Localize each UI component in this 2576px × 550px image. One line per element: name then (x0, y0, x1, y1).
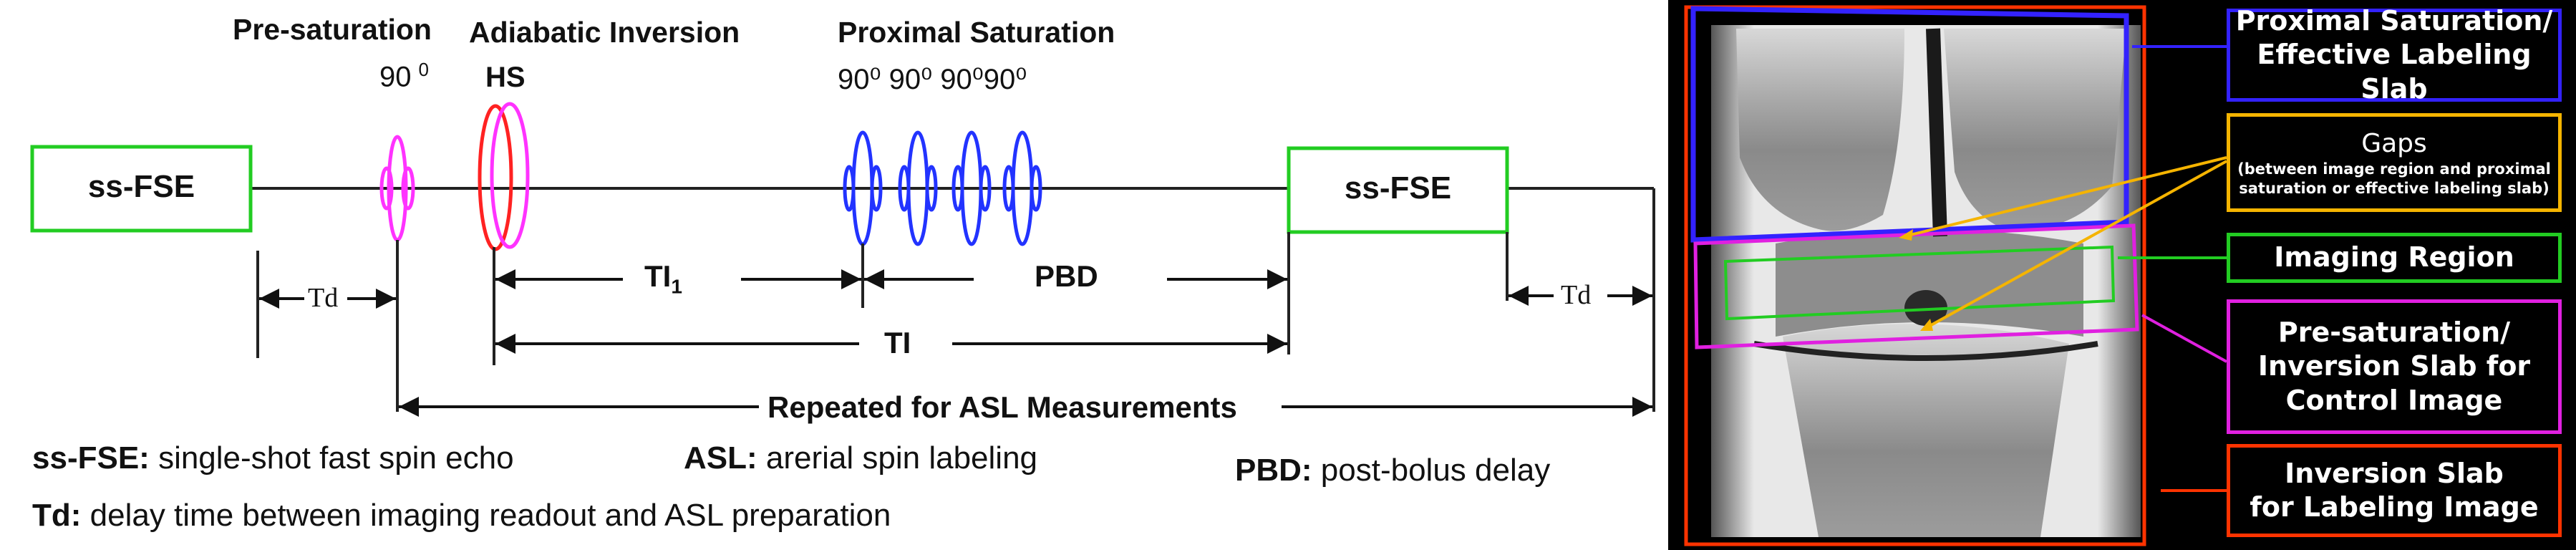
timing-marks (256, 232, 1509, 412)
proximal-label-line2: Effective Labeling Slab (2257, 39, 2532, 105)
mri-panel: Proximal Saturation/ Effective Labeling … (1668, 0, 2576, 550)
ssfse-box-left (30, 145, 253, 233)
presat-angle-value: 90 (379, 61, 412, 93)
inversion-slab-outline (1684, 5, 2146, 546)
proximal-slab-outline (1690, 6, 2129, 243)
legend-ssfse-term: ss-FSE: (32, 440, 150, 476)
ssfse-label-right: ss-FSE (1344, 170, 1452, 206)
legend-pbd: PBD: post-bolus delay (1235, 453, 1550, 488)
inversion-label-line1: Inversion Slab (2285, 457, 2504, 489)
proximal-angles: 90⁰ 90⁰ 90⁰90⁰ (838, 64, 1027, 95)
gaps-arrowhead-b (1920, 319, 1933, 331)
hs-pulse (478, 102, 530, 251)
proximal-label-line1: Proximal Saturation/ (2235, 4, 2553, 37)
presat-slab-outline (1693, 223, 2139, 349)
legend-td-def: delay time between imaging readout and A… (89, 498, 891, 533)
gaps-line2: saturation or effective labeling slab) (2239, 179, 2550, 197)
ssfse-label-left: ss-FSE (87, 169, 195, 204)
presat-label-line1: Pre-saturation/ (2277, 316, 2511, 348)
legend-asl: ASL: arerial spin labeling (684, 440, 1037, 476)
presat-label-line3: Control Image (2285, 384, 2503, 416)
gaps-leader-b (1925, 160, 2227, 329)
legend-ssfse: ss-FSE: single-shot fast spin echo (32, 440, 514, 476)
legend-ssfse-def: single-shot fast spin echo (158, 440, 514, 476)
ssfse-box-right (1287, 146, 1509, 234)
gaps-label: Gaps (between image region and proximal … (2227, 113, 2562, 212)
legend-pbd-term: PBD: (1235, 453, 1312, 488)
gaps-title: Gaps (2361, 129, 2427, 159)
td-label-right: Td (1561, 280, 1592, 310)
repeat-label: Repeated for ASL Measurements (768, 390, 1237, 424)
presat-title: Pre-saturation (233, 13, 432, 46)
gaps-leader-a (1904, 156, 2227, 238)
knee-image (1711, 25, 2141, 537)
presat-angle-degree: 0 (418, 59, 429, 80)
ti1-label-main: TI (644, 259, 672, 293)
mri-drawing (1684, 5, 2227, 546)
gaps-line1: (between image region and proximal (2237, 160, 2551, 178)
sequence-drawing (30, 102, 1655, 417)
pbd-label: PBD (1035, 259, 1098, 293)
gaps-arrowhead-a (1899, 229, 1913, 241)
proximal-pulses (843, 130, 1042, 246)
legend-asl-term: ASL: (684, 440, 757, 476)
pulse-sequence-diagram: ss-FSE ss-FSE Pre-saturation 90 0 Adiabat… (30, 13, 1655, 534)
presat-angle: 90 0 (379, 59, 429, 93)
hs-label: HS (485, 62, 526, 93)
inversion-label-line2: for Labeling Image (2250, 491, 2539, 523)
ti1-label: TI1 (644, 259, 682, 298)
legend-td: Td: delay time between imaging readout a… (32, 498, 891, 534)
presat-label-line2: Inversion Slab for (2257, 350, 2531, 382)
ti1-label-sub: 1 (671, 275, 682, 298)
imaging-region-text: Imaging Region (2274, 241, 2514, 274)
td-label-left: Td (308, 283, 339, 313)
adiabatic-title: Adiabatic Inversion (469, 16, 740, 49)
presat-slab-label: Pre-saturation/ Inversion Slab for Contr… (2227, 299, 2562, 434)
proximal-title: Proximal Saturation (838, 16, 1115, 49)
imaging-region-label: Imaging Region (2227, 233, 2562, 283)
legend-pbd-def: post-bolus delay (1320, 453, 1551, 488)
ti-label: TI (884, 326, 911, 360)
presat-leader (2141, 314, 2227, 363)
legend-td-term: Td: (32, 498, 82, 533)
inversion-slab-label: Inversion Slab for Labeling Image (2227, 444, 2562, 537)
legend-asl-def: arerial spin labeling (765, 440, 1038, 476)
proximal-saturation-label: Proximal Saturation/ Effective Labeling … (2227, 5, 2562, 105)
imaging-region-outline (1723, 245, 2116, 321)
